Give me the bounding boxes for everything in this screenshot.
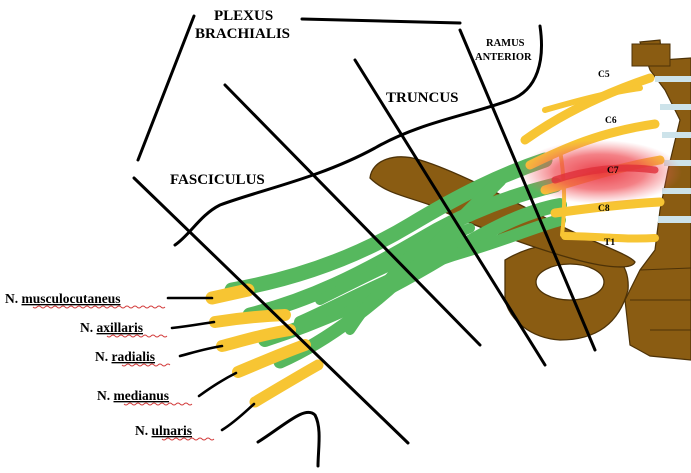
label-anterior: ANTERIOR	[475, 52, 532, 63]
squiggle-3	[122, 364, 170, 366]
label-c5: C5	[598, 70, 610, 80]
label-n-axillaris: N. axillaris	[80, 320, 143, 335]
root-c5b	[545, 88, 640, 110]
label-t1: T1	[604, 238, 615, 248]
label-brachialis: BRACHIALIS	[195, 26, 290, 42]
nerve-name: radialis	[112, 349, 156, 364]
disc-1	[655, 76, 691, 82]
line-plexus-left	[138, 16, 194, 160]
label-fasciculus: FASCICULUS	[170, 172, 265, 188]
squiggle-2	[107, 335, 167, 337]
glenoid	[536, 264, 604, 300]
disc-2	[660, 104, 691, 110]
nerve-labels: N. musculocutaneus N. axillaris N. radia…	[5, 291, 192, 438]
label-n-radialis: N. radialis	[95, 349, 155, 364]
label-c6: C6	[605, 116, 617, 126]
ending-axillaris	[215, 315, 285, 322]
disc-6	[658, 216, 691, 223]
label-ramus: RAMUS	[486, 38, 525, 49]
squiggle-4	[124, 403, 192, 405]
line-bottom-curve	[258, 412, 319, 466]
leader-ulnaris	[222, 404, 254, 430]
ending-ulnaris	[255, 365, 318, 402]
nerve-name: axillaris	[97, 320, 144, 335]
leader-medianus	[199, 373, 236, 396]
label-n-musculocutaneus: N. musculocutaneus	[5, 291, 121, 306]
ending-musculocutaneus	[212, 290, 248, 298]
label-plexus: PLEXUS	[214, 8, 273, 24]
nerve-name: musculocutaneus	[22, 291, 121, 306]
label-n-medianus: N. medianus	[97, 388, 169, 403]
squiggle-1	[33, 306, 165, 308]
line-plexus-top	[302, 19, 460, 23]
leader-axillaris	[172, 322, 214, 328]
squiggle-5	[162, 438, 214, 440]
label-c7: C7	[607, 166, 619, 176]
label-c8: C8	[598, 204, 610, 214]
nerve-name: ulnaris	[152, 423, 193, 438]
disc-3	[662, 132, 691, 138]
leader-radialis	[180, 346, 222, 356]
label-truncus: TRUNCUS	[386, 90, 459, 106]
label-n-ulnaris: N. ulnaris	[135, 423, 192, 438]
nerve-name: medianus	[114, 388, 170, 403]
vertebra-top	[632, 44, 670, 66]
